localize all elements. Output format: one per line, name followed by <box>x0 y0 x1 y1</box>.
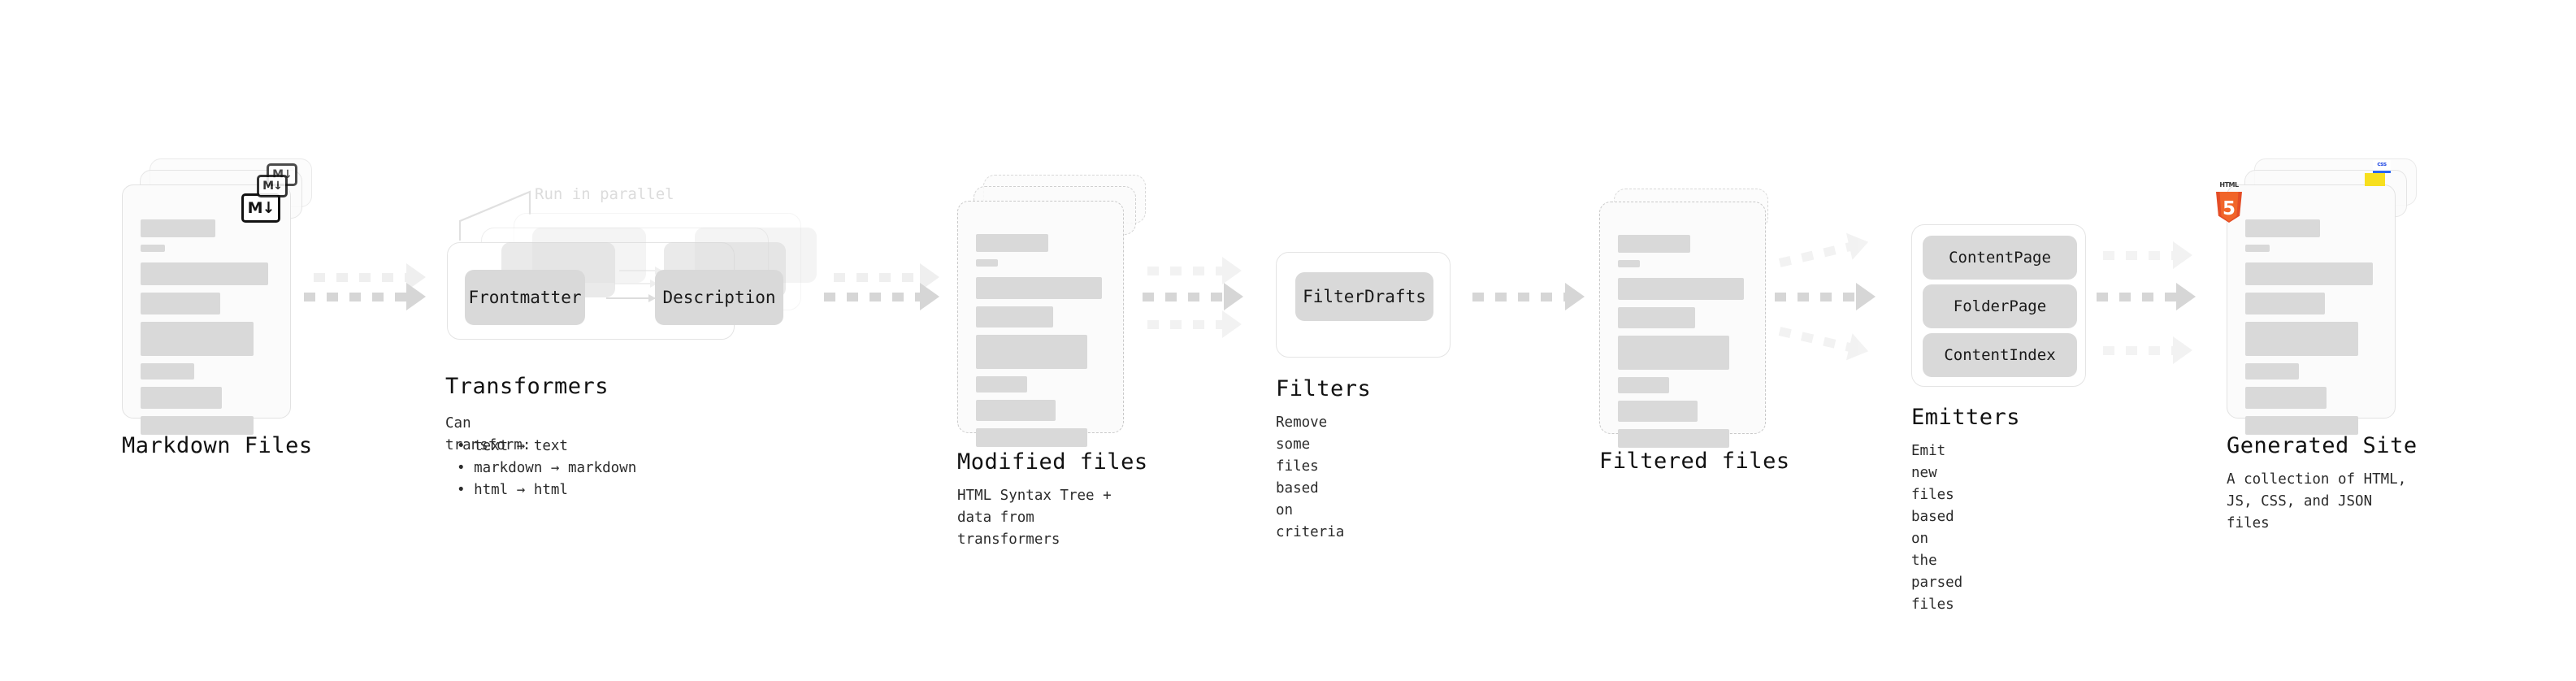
node-filtered-files[interactable]: Filtered files <box>1599 189 1789 474</box>
css-badge-label: css <box>2377 161 2387 167</box>
transform-bullet-2: • html → html <box>457 482 568 498</box>
pill-contentindex-label: ContentIndex <box>1944 346 2056 364</box>
modified-files-subtitle: HTML Syntax Tree + data from transformer… <box>957 488 1112 548</box>
js-badge <box>2365 173 2385 186</box>
transformers-bullets: • text → text • markdown → markdown • ht… <box>445 436 636 501</box>
filters-title: Filters <box>1276 376 1372 401</box>
markdown-badge: M↓ <box>241 193 280 223</box>
html5-badge: HTML 5 <box>2216 181 2242 223</box>
generated-site-stack: HTML 5 css <box>2216 158 2422 435</box>
transformers-subtitle: Can transform: <box>445 415 531 453</box>
markdown-badge-label: M↓ <box>247 199 275 217</box>
transform-bullet-1: • markdown → markdown <box>457 460 637 476</box>
markdown-badge-mid: M↓ <box>257 175 288 197</box>
pill-frontmatter[interactable]: Frontmatter <box>465 270 585 325</box>
pill-frontmatter-label: Frontmatter <box>468 288 582 307</box>
run-in-parallel-bracket <box>458 190 531 241</box>
filtered-file-stack <box>1599 189 1778 448</box>
arrow-filters-to-filtered <box>1472 283 1585 310</box>
node-generated-site[interactable]: HTML 5 css <box>2216 158 2422 531</box>
site-card-front: HTML 5 <box>2216 181 2396 435</box>
placeholder-bars <box>976 234 1107 454</box>
pill-filterdrafts[interactable]: FilterDrafts <box>1295 272 1433 321</box>
node-modified-files[interactable]: Modified files HTML Syntax Tree + data f… <box>957 175 1147 548</box>
node-markdown-files[interactable]: M↓ M↓ M↓ Markdown Files <box>122 158 317 458</box>
generated-site-subtitle: A collection of HTML, JS, CSS, and JSON … <box>2227 471 2407 531</box>
pill-folderpage-label: FolderPage <box>1953 297 2047 315</box>
emitters-subtitle: Emit new files based on the parsed files <box>1911 443 1963 613</box>
markdown-files-title: Markdown Files <box>122 433 313 458</box>
markdown-file-stack: M↓ M↓ M↓ <box>122 158 317 435</box>
placeholder-bars <box>141 219 274 442</box>
filtered-card-front <box>1599 202 1766 448</box>
placeholder-bars <box>1618 235 1749 455</box>
transform-arrow-back <box>619 267 662 275</box>
pill-filterdrafts-label: FilterDrafts <box>1303 287 1426 306</box>
generated-site-title: Generated Site <box>2227 433 2418 458</box>
pill-contentindex[interactable]: ContentIndex <box>1923 333 2077 377</box>
emitters-title: Emitters <box>1911 405 2021 430</box>
html5-badge-caption: HTML <box>2219 181 2239 189</box>
modified-card-front <box>957 201 1124 447</box>
html5-badge-label: 5 <box>2222 197 2236 219</box>
pill-description-label: Description <box>662 288 776 307</box>
placeholder-bars <box>2245 219 2379 442</box>
pill-contentpage[interactable]: ContentPage <box>1923 236 2077 280</box>
filtered-files-title: Filtered files <box>1599 449 1790 474</box>
markdown-card-front: M↓ <box>122 184 291 435</box>
transform-bullet-0: • text → text <box>457 438 568 454</box>
filters-box: FilterDrafts <box>1276 252 1451 358</box>
modified-files-title: Modified files <box>957 449 1148 475</box>
filters-subtitle: Remove some files based on criteria <box>1276 414 1345 540</box>
pill-description[interactable]: Description <box>655 270 783 325</box>
modified-file-stack <box>957 175 1146 447</box>
run-in-parallel-label: Run in parallel <box>535 185 674 203</box>
pill-contentpage-label: ContentPage <box>1949 249 2051 267</box>
transformers-title: Transformers <box>445 374 609 399</box>
emitters-box: ContentPage FolderPage ContentIndex <box>1911 224 2086 387</box>
transform-arrow-front <box>606 294 656 302</box>
pill-folderpage[interactable]: FolderPage <box>1923 284 2077 328</box>
css-badge: css <box>2373 160 2391 173</box>
transform-arrow-mid <box>614 280 657 288</box>
